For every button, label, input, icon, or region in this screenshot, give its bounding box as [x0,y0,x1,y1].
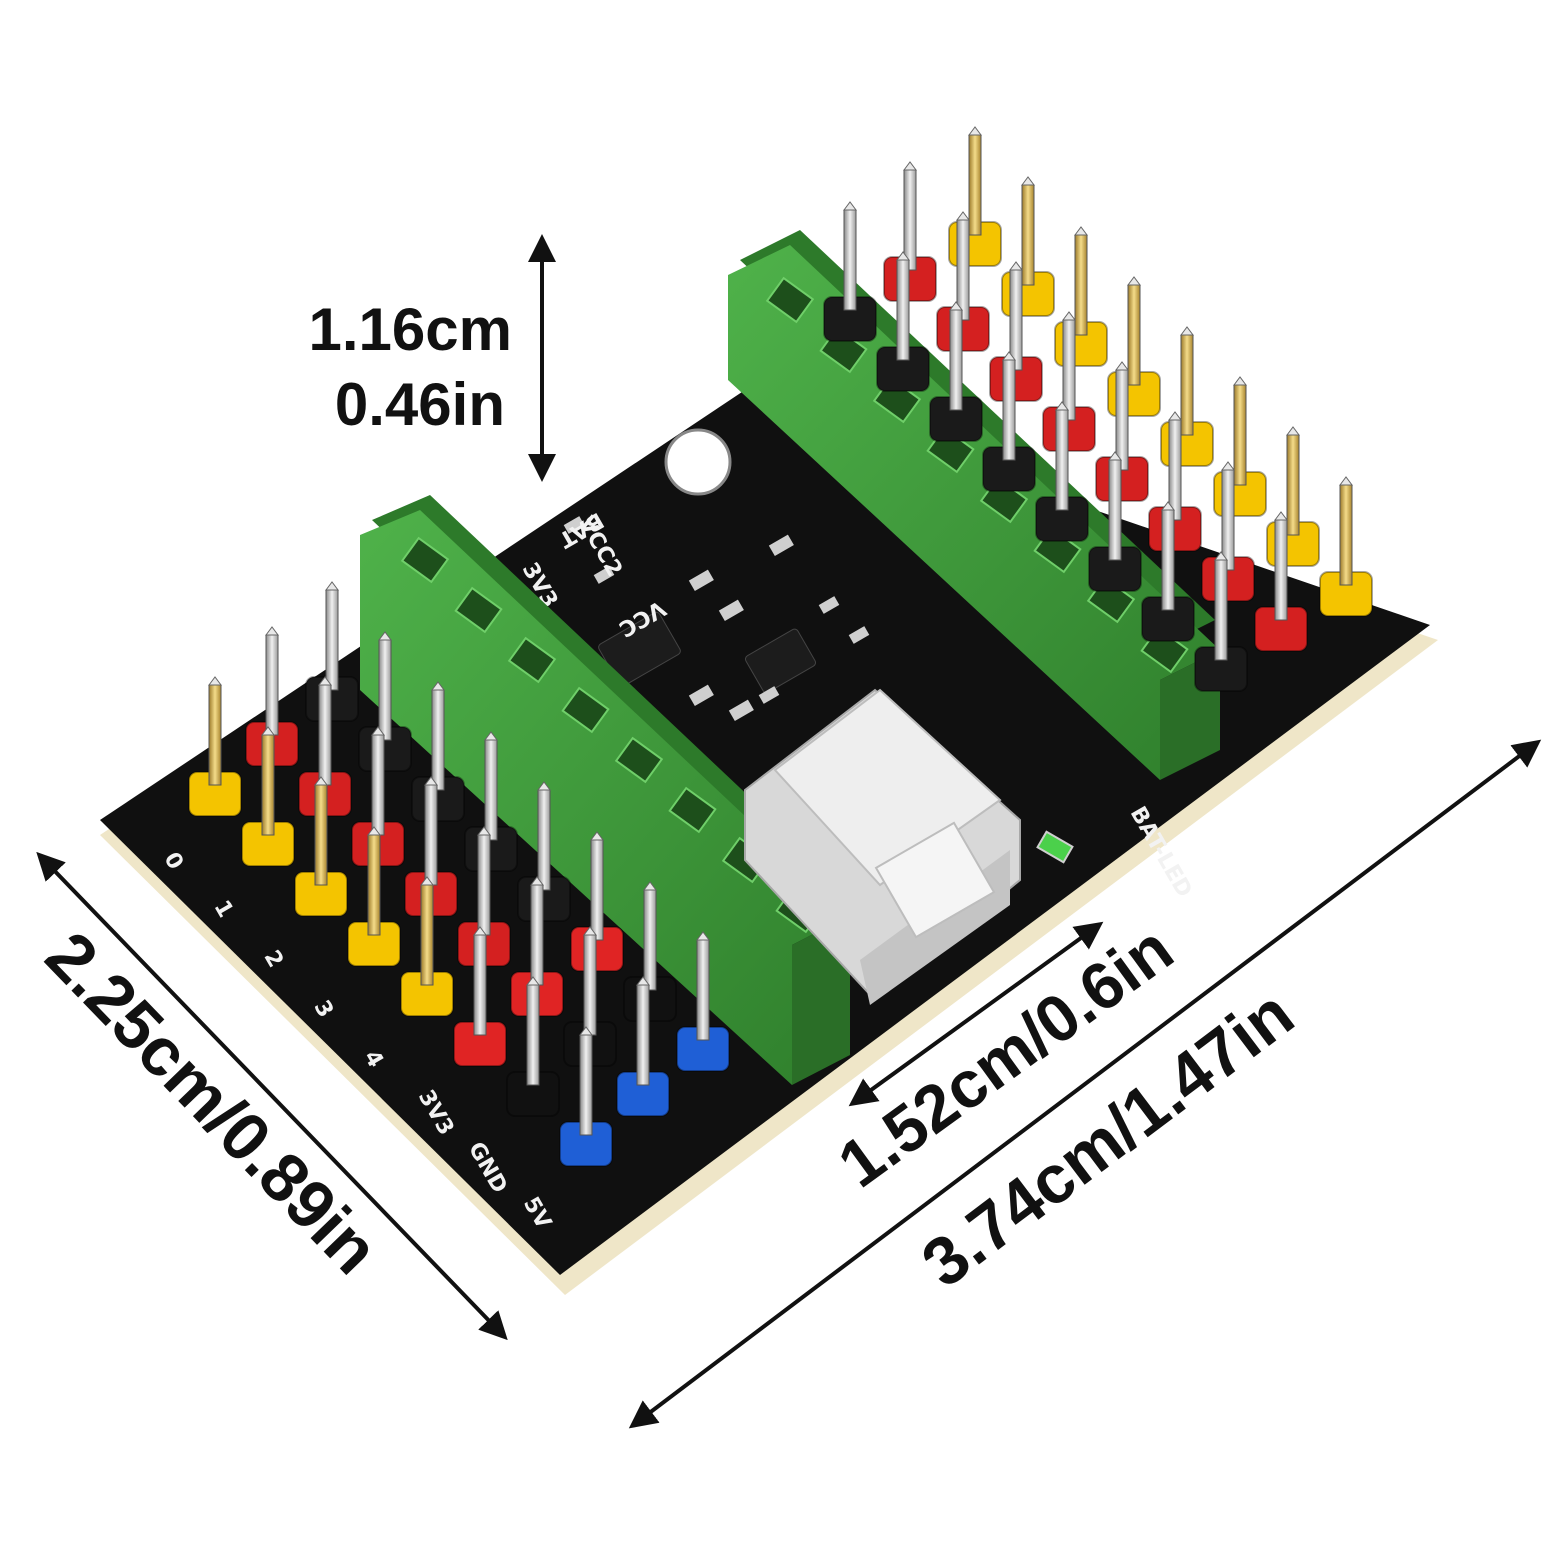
pin-tip [843,201,857,211]
pin-tip [1021,176,1035,186]
header-pin [1286,434,1300,536]
header-pin [208,684,222,786]
header-pin [968,134,982,236]
header-pin [371,734,385,836]
header-pin [949,309,963,411]
pin-tip [526,976,540,986]
pin-tip [903,161,917,171]
header-pin [843,209,857,311]
pin-tip [371,726,385,736]
pin-tip [1074,226,1088,236]
pin-tip [530,876,544,886]
ic-chip [744,628,817,694]
header-pin [636,984,650,1086]
pin-tip [378,631,392,641]
smd-components [563,516,870,722]
header-pin [1180,334,1194,436]
pin-tip [1161,501,1175,511]
pin-tip [367,826,381,836]
height-in-label: 0.46in [335,371,505,438]
pin-tip [424,776,438,786]
header-pin [1274,519,1288,621]
pin-tip [1274,511,1288,521]
header-pin [526,984,540,1086]
pin-tip [968,126,982,136]
pin-tip [1002,351,1016,361]
pin-tip [537,781,551,791]
pin-tip [484,731,498,741]
header-pin [1214,559,1228,661]
terminal-slot [765,276,815,324]
pin-tip [1055,401,1069,411]
header-pin [643,889,657,991]
pin-tip [583,926,597,936]
pin-tip [1062,311,1076,321]
pin-tip [314,776,328,786]
pin-tip [1233,376,1247,386]
pin-tip [1127,276,1141,286]
mounting-hole [664,428,732,496]
header-pin [1233,384,1247,486]
height-cm-label: 1.16cm [309,296,513,363]
header-pin [477,834,491,936]
pin-tip [956,211,970,221]
header-pin [424,784,438,886]
header-pin [583,934,597,1036]
header-pin [1161,509,1175,611]
pin-tip [477,826,491,836]
pin-tip [1286,426,1300,436]
terminal-slot [400,536,450,584]
header-pin [1074,234,1088,336]
header-pin [367,834,381,936]
header-pin [431,689,445,791]
pin-tip [1214,551,1228,561]
pin-tip [1108,451,1122,461]
header-pin [1339,484,1353,586]
terminal-slot [561,686,610,734]
pin-tip [896,251,910,261]
pin-tip [265,626,279,636]
header-pin [314,784,328,886]
dimension-lines [36,234,1542,1429]
pin-tip [261,726,275,736]
header-pin [1055,409,1069,511]
pin-tip [1180,326,1194,336]
header-pin [696,939,710,1041]
pin-tip [325,581,339,591]
long-side-arrow [628,739,1542,1429]
pin-tip [1339,476,1353,486]
header-pin [590,839,604,941]
header-pin [473,934,487,1036]
header-pin [318,684,332,786]
pin-tip [590,831,604,841]
header-pin [265,634,279,736]
pin-tip [208,676,222,686]
pin-tip [1221,461,1235,471]
header-pin [530,884,544,986]
pin-header-right [823,126,1373,692]
header-pin [896,259,910,361]
pin-tip [1009,261,1023,271]
header-pin [484,739,498,841]
pin-tip [1115,361,1129,371]
terminal-slot [454,586,503,634]
pin-tip [949,301,963,311]
header-pin [378,639,392,741]
header-pin [420,884,434,986]
header-pin [579,1034,593,1136]
pin-tip [1168,411,1182,421]
header-pin [1108,459,1122,561]
pin-tip [579,1026,593,1036]
header-pin [1021,184,1035,286]
terminal-slot [507,636,557,684]
short-side-arrow [36,851,508,1341]
pin-tip [318,676,332,686]
header-pin [261,734,275,836]
header-pin [1127,284,1141,386]
header-pin [537,789,551,891]
header-pin [1002,359,1016,461]
pin-tip [431,681,445,691]
header-pin [325,589,339,691]
